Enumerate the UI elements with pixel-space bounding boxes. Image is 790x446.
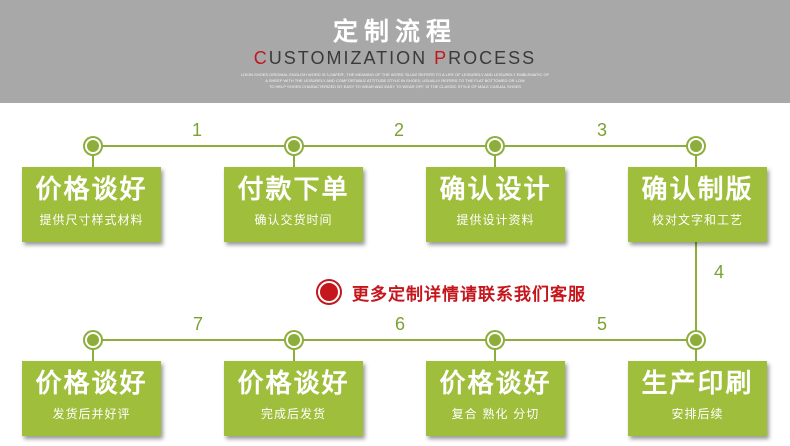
step-card-confirm-plate: 确认制版 校对文字和工艺 <box>628 167 767 242</box>
step-description: 确认交货时间 <box>254 213 333 227</box>
page-subtitle: CUSTOMIZATION PROCESS <box>0 48 790 69</box>
header-banner: 定制流程 CUSTOMIZATION PROCESS LOKIN SHOES O… <box>0 0 790 103</box>
step-title: 付款下单 <box>237 175 350 205</box>
bottom-connector-line <box>92 339 696 341</box>
timeline-node <box>688 138 704 154</box>
stem-line <box>494 340 496 368</box>
step-card-laminate-cure-slit: 价格谈好 复合 熟化 分切 <box>426 361 565 436</box>
timeline-node <box>85 332 101 348</box>
step-card-ship-review: 价格谈好 发货后并好评 <box>22 361 161 436</box>
step-number: 4 <box>713 262 724 282</box>
step-description: 校对文字和工艺 <box>651 213 743 227</box>
step-description: 提供尺寸样式材料 <box>39 213 144 227</box>
step-title: 确认设计 <box>439 175 552 205</box>
contact-note-text: 更多定制详情请联系我们客服 <box>352 284 586 305</box>
timeline-node <box>286 332 302 348</box>
stem-line <box>293 146 295 174</box>
subtitle-initial-c: C <box>253 48 269 68</box>
subtitle-part-2: ROCESS <box>448 48 537 68</box>
step-number: 3 <box>596 120 607 140</box>
step-title: 价格谈好 <box>237 369 350 399</box>
step-number: 5 <box>596 314 607 334</box>
description-line: TO HELP SHOES CHARACTERIZED BY EASY TO W… <box>268 84 522 89</box>
stem-line <box>293 340 295 368</box>
step-description: 完成后发货 <box>260 407 326 421</box>
timeline-node <box>487 138 503 154</box>
subtitle-part-1: USTOMIZATION <box>268 48 435 68</box>
timeline-node <box>688 332 704 348</box>
step-title: 生产印刷 <box>641 369 754 399</box>
step-description: 安排后续 <box>671 407 724 421</box>
top-connector-line <box>92 145 696 147</box>
stem-line <box>494 146 496 174</box>
timeline-node <box>286 138 302 154</box>
step-description: 发货后并好评 <box>52 407 131 421</box>
timeline-node <box>487 332 503 348</box>
step-card-ship-after-complete: 价格谈好 完成后发货 <box>224 361 363 436</box>
header-description: LOKIN SHOES ORIGINAL ENGLISH WORD IS 'LO… <box>0 72 790 90</box>
step-number: 7 <box>192 314 203 334</box>
contact-note: 更多定制详情请联系我们客服 <box>318 278 586 306</box>
timeline-node <box>85 138 101 154</box>
stem-line <box>695 340 697 368</box>
red-dot-icon <box>318 281 340 303</box>
stem-line <box>695 146 697 174</box>
description-line: LOKIN SHOES ORIGINAL ENGLISH WORD IS 'LO… <box>240 72 550 77</box>
step-description: 复合 熟化 分切 <box>451 407 540 421</box>
step-card-confirm-design: 确认设计 提供设计资料 <box>426 167 565 242</box>
step-number: 2 <box>393 120 404 140</box>
step-title: 确认制版 <box>641 175 754 205</box>
step-card-production-print: 生产印刷 安排后续 <box>628 361 767 436</box>
step-title: 价格谈好 <box>439 369 552 399</box>
right-connector-line <box>695 146 697 340</box>
step-number: 6 <box>394 314 405 334</box>
step-number: 1 <box>191 120 202 140</box>
step-title: 价格谈好 <box>35 175 148 205</box>
step-description: 提供设计资料 <box>456 213 535 227</box>
step-card-price-agreed: 价格谈好 提供尺寸样式材料 <box>22 167 161 242</box>
stem-line <box>92 340 94 368</box>
description-line: A SHEEP WITH THE LEISURELY AND COMFORTAB… <box>265 78 525 83</box>
step-card-payment-order: 付款下单 确认交货时间 <box>224 167 363 242</box>
subtitle-initial-p: P <box>434 48 449 68</box>
page-title: 定制流程 <box>332 17 457 46</box>
step-title: 价格谈好 <box>35 369 148 399</box>
stem-line <box>92 146 94 174</box>
